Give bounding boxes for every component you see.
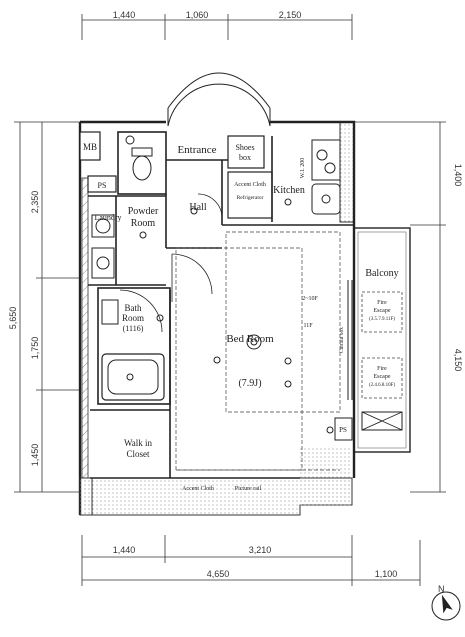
label-bed-size: (7.9J) [238, 378, 261, 389]
dim-left-3: 1,450 [30, 444, 40, 467]
svg-text:N: N [438, 584, 445, 594]
top-dimensions: 1,440 1,060 2,150 [81, 10, 353, 40]
label-ps-left: PS [98, 181, 107, 190]
label-walkin: Walk in [124, 438, 153, 448]
label-wi-note: W.I. 200 [300, 158, 306, 179]
dim-bottom-3: 4,650 [207, 569, 230, 579]
label-bed-room: Bed Room [226, 333, 274, 345]
label-ps-right: PS [339, 426, 347, 434]
label-fire-1a: Fire [377, 300, 387, 306]
dim-top-1: 1,440 [113, 10, 136, 20]
label-entrance: Entrance [177, 144, 216, 156]
label-room: Room [131, 218, 156, 229]
dim-left-total: 5,650 [8, 307, 18, 330]
label-laundry: Laundry [94, 213, 121, 222]
label-bath: Bath [125, 303, 142, 313]
ps-right-box [334, 417, 353, 441]
label-balcony: Balcony [365, 268, 398, 279]
label-accent-cloth-small: Accent Cloth [234, 182, 266, 188]
label-box: box [239, 153, 251, 162]
dim-right-1: 1,400 [453, 164, 463, 187]
label-fire-2a: Fire [377, 366, 387, 372]
label-refrigerator: Refrigerator [237, 194, 264, 201]
balcony [347, 227, 411, 453]
left-dimensions: 2,350 5,650 1,750 1,450 [8, 121, 80, 493]
label-hall: Hall [189, 202, 206, 213]
entrance-door [167, 72, 271, 127]
label-fire-2c: (2.4.6.8.10F) [369, 383, 395, 388]
label-closet: Closet [126, 449, 150, 459]
dim-top-3: 2,150 [279, 10, 302, 20]
north-arrow-icon: N [431, 584, 461, 621]
dim-bottom-4: 1,100 [375, 569, 398, 579]
label-curtain-box: Curtain box [339, 327, 345, 353]
label-mb: MB [83, 142, 97, 152]
room-labels: MB PS Entrance Shoes box Accent Cloth Re… [83, 142, 399, 492]
dim-bottom-1: 1,440 [113, 545, 136, 555]
label-fire-1c: (3.5.7.9.11F) [369, 317, 395, 322]
label-bath-size: (1116) [123, 324, 144, 333]
exterior-walls [78, 120, 356, 516]
right-dimensions: 1,400 4,150 [352, 121, 463, 493]
label-picture-rail: Picture rail [235, 486, 262, 492]
dim-left-1: 2,350 [30, 191, 40, 214]
label-shoes: Shoes [235, 143, 254, 152]
bottom-dimensions: 1,440 3,210 4,650 1,100 [81, 535, 421, 586]
label-floor-b: 11F [303, 323, 313, 329]
dim-top-2: 1,060 [186, 10, 209, 20]
dim-right-2: 4,150 [453, 349, 463, 372]
label-fire-1b: Escape [374, 308, 391, 314]
label-fire-2b: Escape [374, 374, 391, 380]
dim-bottom-2: 3,210 [249, 545, 272, 555]
label-floor-a: 2~10F [302, 296, 318, 302]
dim-left-2: 1,750 [30, 337, 40, 360]
label-accent-cloth-bottom: Accent Cloth [182, 486, 214, 492]
fixtures [91, 135, 341, 434]
interior-walls [87, 131, 354, 479]
interior-doors [119, 193, 223, 333]
label-bath-room: Room [122, 313, 144, 323]
label-powder: Powder [128, 206, 159, 217]
bedroom-ceiling-line [175, 231, 341, 471]
label-kitchen: Kitchen [273, 185, 305, 196]
